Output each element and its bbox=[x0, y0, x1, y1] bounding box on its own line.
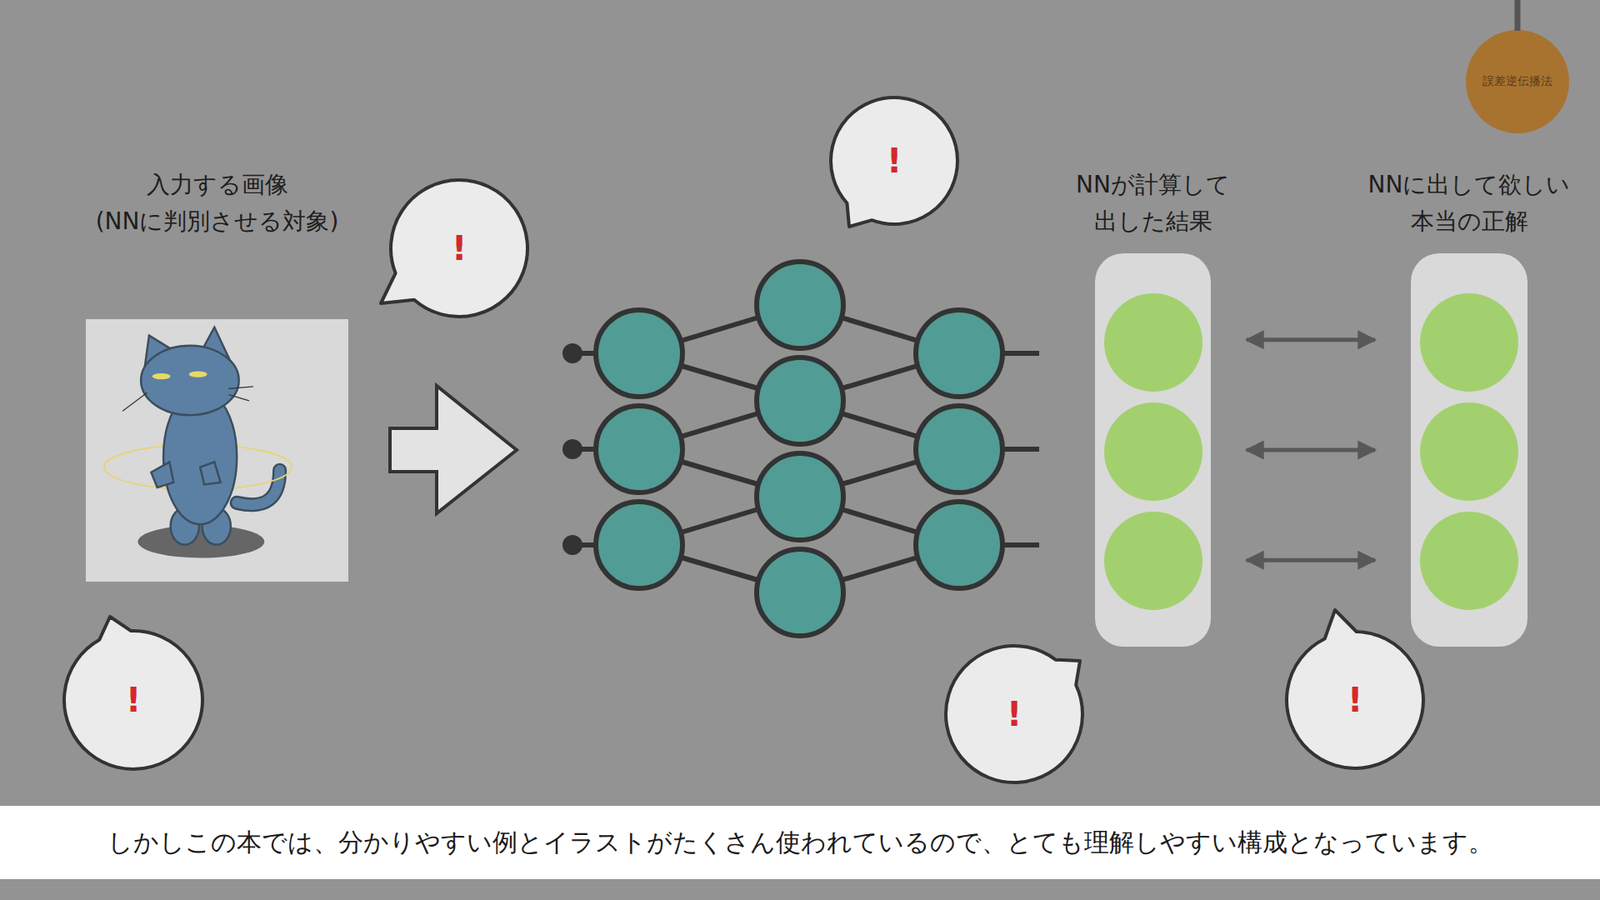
badge-circle bbox=[1465, 30, 1570, 134]
bubble-shape bbox=[830, 97, 958, 227]
target-value-circle bbox=[1420, 293, 1519, 392]
output-value-circle bbox=[1104, 293, 1203, 392]
speech-bubble: ! bbox=[390, 180, 528, 317]
cat-shadow bbox=[137, 525, 265, 558]
bubble-shape bbox=[945, 645, 1083, 783]
nn-weight-line bbox=[639, 400, 800, 450]
nn-neuron bbox=[915, 310, 1003, 397]
text-holder: ! bbox=[830, 97, 958, 225]
comparison-arrow bbox=[1246, 448, 1375, 453]
nn-output-line bbox=[959, 446, 1040, 452]
nn-weight-line bbox=[639, 496, 800, 545]
nn-neuron bbox=[595, 501, 683, 589]
speech-bubble: ! bbox=[830, 97, 958, 225]
exclamation-mark: ! bbox=[1347, 680, 1363, 720]
cat-arm bbox=[150, 461, 174, 488]
cat-whisker bbox=[228, 386, 253, 389]
nn-weight-line bbox=[639, 305, 800, 354]
nn-connections bbox=[572, 305, 1040, 593]
nn-neuron bbox=[595, 310, 683, 397]
nn-neurons bbox=[595, 261, 1003, 636]
speech-bubble: ! bbox=[64, 630, 203, 770]
nn-input-line bbox=[572, 542, 640, 548]
cat-eye bbox=[152, 373, 171, 380]
nn-weight-line bbox=[800, 305, 960, 354]
nn-weight-line bbox=[800, 496, 960, 545]
speech-bubble: ! bbox=[945, 645, 1083, 783]
cat-eye bbox=[189, 370, 208, 377]
cat-ear bbox=[145, 335, 176, 366]
target-value-circle bbox=[1420, 402, 1519, 501]
text-holder: ! bbox=[64, 630, 203, 770]
cat-ear bbox=[202, 327, 231, 363]
exclamation-mark: ! bbox=[886, 141, 902, 180]
nn-input-dot bbox=[562, 535, 583, 555]
nn-weight-line bbox=[800, 400, 960, 450]
nn-output-line bbox=[959, 350, 1040, 356]
output-column: NNが計算して 出した結果 bbox=[1095, 253, 1211, 647]
cat-leg bbox=[202, 508, 231, 545]
heading-label: NNに出して欲しい 本当の正解 bbox=[1356, 166, 1582, 240]
text-holder: ! bbox=[1286, 631, 1424, 769]
input-image-box: 入力する画像 (NNに判別させる対象) bbox=[85, 319, 349, 582]
nn-neuron bbox=[756, 549, 844, 636]
nn-input-dot bbox=[562, 343, 583, 364]
nn-weight-line bbox=[800, 449, 960, 497]
nn-weight-line bbox=[639, 545, 800, 593]
cat-body bbox=[163, 389, 237, 525]
nn-neuron bbox=[756, 261, 844, 349]
nn-weight-line bbox=[800, 353, 960, 401]
cat-arm bbox=[200, 461, 220, 485]
nn-neuron bbox=[915, 501, 1003, 589]
exclamation-mark: ! bbox=[125, 680, 141, 720]
nn-output-line bbox=[959, 542, 1040, 548]
cat-whisker bbox=[122, 392, 147, 411]
cat-leg bbox=[170, 508, 200, 545]
input-arrow bbox=[390, 385, 517, 514]
heading-label: NNが計算して 出した結果 bbox=[1061, 166, 1245, 240]
bubble-shape bbox=[64, 616, 203, 770]
target-value-circle bbox=[1420, 511, 1519, 610]
nn-input-line bbox=[572, 446, 640, 452]
text-holder: ! bbox=[945, 645, 1083, 783]
badge-string bbox=[1515, 0, 1521, 31]
nn-neuron bbox=[756, 453, 844, 540]
cat-tail-outline bbox=[236, 470, 280, 505]
output-value-circle bbox=[1104, 402, 1203, 501]
text-holder: 誤差逆伝播法 bbox=[1465, 30, 1570, 134]
hula-hoop bbox=[104, 445, 292, 490]
bubble-shape bbox=[380, 180, 528, 317]
speech-bubble: ! bbox=[1286, 631, 1424, 769]
badge-label: 誤差逆伝播法 bbox=[1482, 74, 1553, 90]
nn-weight-line bbox=[639, 449, 800, 497]
topic-badge: 誤差逆伝播法 bbox=[1465, 30, 1570, 134]
target-column: NNに出して欲しい 本当の正解 bbox=[1410, 253, 1528, 647]
nn-input-line bbox=[572, 350, 640, 356]
text-holder: ! bbox=[390, 180, 528, 317]
bubble-shape bbox=[1286, 610, 1424, 769]
exclamation-mark: ! bbox=[451, 229, 467, 268]
output-value-circle bbox=[1104, 511, 1203, 610]
nn-weight-line bbox=[800, 545, 960, 593]
heading-label: 入力する画像 (NNに判別させる対象) bbox=[80, 166, 355, 240]
comparison-arrow bbox=[1246, 337, 1375, 342]
nn-neuron bbox=[915, 405, 1003, 493]
nn-neuron bbox=[595, 405, 683, 493]
cat-tail bbox=[236, 470, 280, 505]
nn-neuron bbox=[756, 357, 844, 445]
cat-illustration bbox=[104, 327, 292, 559]
subtitle-caption: しかしこの本では、分かりやすい例とイラストがたくさん使われているので、とても理解… bbox=[0, 805, 1600, 880]
nn-input-dot bbox=[562, 439, 583, 460]
nn-weight-line bbox=[639, 353, 800, 401]
comparison-arrow bbox=[1246, 558, 1375, 563]
cat-head bbox=[140, 345, 240, 415]
cat-whisker bbox=[228, 395, 249, 401]
exclamation-mark: ! bbox=[1006, 695, 1022, 734]
